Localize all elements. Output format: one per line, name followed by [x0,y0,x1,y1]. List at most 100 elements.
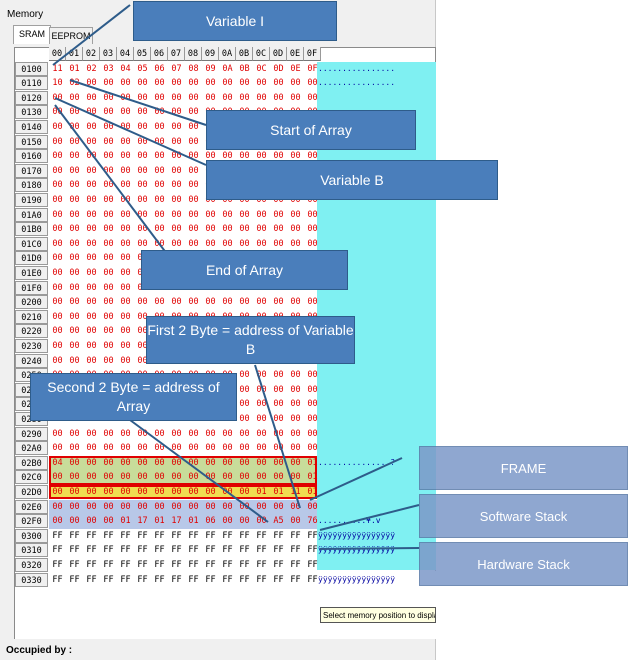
memory-byte[interactable]: 00 [290,78,301,89]
memory-byte[interactable]: 00 [307,399,318,410]
memory-byte[interactable]: 00 [171,151,182,162]
memory-byte[interactable]: FF [69,574,80,585]
memory-byte[interactable]: 00 [273,443,284,454]
memory-byte[interactable]: FF [137,530,148,541]
memory-byte[interactable]: 00 [137,121,148,132]
memory-byte[interactable]: 00 [205,78,216,89]
memory-byte[interactable]: FF [290,545,301,556]
memory-byte[interactable]: 00 [103,297,114,308]
memory-byte[interactable]: 00 [256,224,267,235]
memory-byte[interactable]: 00 [52,121,63,132]
memory-byte[interactable]: 00 [120,253,131,264]
memory-byte[interactable]: 00 [69,267,80,278]
memory-byte[interactable]: 00 [273,399,284,410]
memory-byte[interactable]: 00 [86,78,97,89]
memory-byte[interactable]: 00 [239,413,250,424]
memory-byte[interactable]: 00 [188,180,199,191]
memory-byte[interactable]: FF [154,574,165,585]
memory-byte[interactable]: 00 [256,501,267,512]
memory-byte[interactable]: 00 [86,501,97,512]
memory-byte[interactable]: 00 [256,238,267,249]
memory-byte[interactable]: 00 [52,209,63,220]
memory-byte[interactable]: 00 [307,443,318,454]
memory-byte[interactable]: 00 [188,194,199,205]
memory-byte[interactable]: 00 [273,501,284,512]
memory-byte[interactable]: FF [239,530,250,541]
memory-byte[interactable]: 00 [205,224,216,235]
memory-byte[interactable]: 00 [120,443,131,454]
memory-byte[interactable]: 00 [188,472,199,483]
memory-byte[interactable]: 00 [69,253,80,264]
memory-byte[interactable]: 00 [69,224,80,235]
memory-byte[interactable]: 00 [222,92,233,103]
memory-byte[interactable]: 00 [69,194,80,205]
memory-byte[interactable]: 00 [239,151,250,162]
memory-byte[interactable]: 00 [205,457,216,468]
memory-byte[interactable]: 00 [307,224,318,235]
memory-byte[interactable]: 00 [239,92,250,103]
memory-byte[interactable]: 00 [120,326,131,337]
memory-byte[interactable]: 00 [69,472,80,483]
memory-byte[interactable]: 00 [171,180,182,191]
memory-byte[interactable]: 00 [239,428,250,439]
memory-byte[interactable]: 00 [103,355,114,366]
memory-byte[interactable]: 00 [69,340,80,351]
memory-byte[interactable]: 00 [154,78,165,89]
memory-byte[interactable]: 00 [205,238,216,249]
memory-byte[interactable]: 00 [256,384,267,395]
memory-byte[interactable]: 00 [205,443,216,454]
memory-byte[interactable]: 00 [154,457,165,468]
memory-byte[interactable]: FF [103,530,114,541]
memory-byte[interactable]: 00 [120,224,131,235]
memory-byte[interactable]: 00 [137,151,148,162]
memory-byte[interactable]: FF [256,574,267,585]
memory-byte[interactable]: 00 [52,92,63,103]
memory-byte[interactable]: 00 [103,224,114,235]
memory-byte[interactable]: 00 [239,370,250,381]
memory-byte[interactable]: 00 [290,151,301,162]
memory-byte[interactable]: 00 [69,92,80,103]
memory-byte[interactable]: 00 [103,267,114,278]
memory-byte[interactable]: 00 [290,209,301,220]
memory-byte[interactable]: 00 [188,121,199,132]
memory-byte[interactable]: 01 [120,516,131,527]
memory-byte[interactable]: 00 [52,501,63,512]
memory-byte[interactable]: 00 [86,472,97,483]
memory-byte[interactable]: 00 [239,297,250,308]
memory-byte[interactable]: FF [273,530,284,541]
memory-byte[interactable]: FF [188,530,199,541]
memory-byte[interactable]: FF [222,574,233,585]
memory-byte[interactable]: 00 [290,516,301,527]
memory-byte[interactable]: 00 [256,209,267,220]
memory-byte[interactable]: 00 [120,428,131,439]
memory-byte[interactable]: FF [239,559,250,570]
memory-byte[interactable]: 00 [103,472,114,483]
memory-byte[interactable]: 00 [52,516,63,527]
memory-byte[interactable]: FF [307,545,318,556]
memory-byte[interactable]: 00 [137,136,148,147]
memory-byte[interactable]: 01 [307,457,318,468]
memory-byte[interactable]: 00 [239,486,250,497]
memory-byte[interactable]: 00 [52,443,63,454]
memory-byte[interactable]: 00 [171,224,182,235]
memory-byte[interactable]: 00 [307,428,318,439]
memory-byte[interactable]: 00 [154,92,165,103]
memory-byte[interactable]: 00 [120,311,131,322]
memory-byte[interactable]: 00 [171,136,182,147]
memory-byte[interactable]: FF [171,545,182,556]
memory-byte[interactable]: 00 [69,457,80,468]
memory-byte[interactable]: 00 [69,107,80,118]
memory-byte[interactable]: 00 [222,443,233,454]
memory-byte[interactable]: 00 [86,165,97,176]
memory-byte[interactable]: 00 [120,165,131,176]
memory-byte[interactable]: 00 [188,209,199,220]
memory-byte[interactable]: 00 [103,165,114,176]
memory-byte[interactable]: 00 [171,78,182,89]
memory-byte[interactable]: 00 [86,194,97,205]
memory-byte[interactable]: 00 [256,399,267,410]
memory-byte[interactable]: 00 [120,355,131,366]
memory-byte[interactable]: FF [120,530,131,541]
memory-byte[interactable]: 06 [154,63,165,74]
memory-byte[interactable]: 00 [52,267,63,278]
memory-byte[interactable]: 00 [86,107,97,118]
